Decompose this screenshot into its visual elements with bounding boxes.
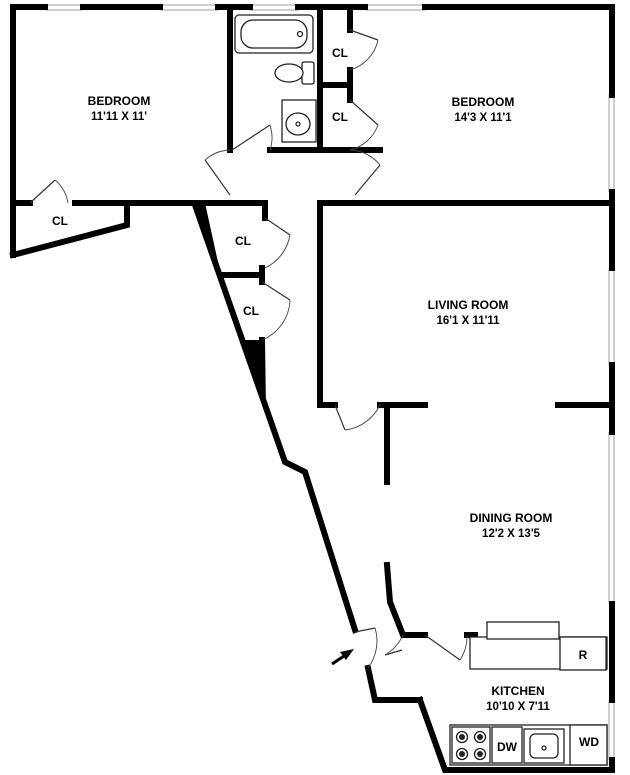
kitchen-name: KITCHEN [491,684,544,698]
bedroom-right-name: BEDROOM [452,95,515,109]
closet-label-hall-lower: CL [243,304,259,318]
dining-room-dims: 12'2 X 13'5 [482,528,541,540]
walls [9,4,615,773]
doors [29,29,468,669]
washer-dryer-label: WD [579,735,599,749]
wall-top-right [422,4,615,98]
stove [451,726,491,764]
door-bath-closet-lower-arc [349,124,379,151]
wall-dining-left [383,561,428,638]
range-hood [486,621,560,640]
door-living-room-arc [344,404,381,431]
window-bedroom-left-1 [44,4,84,11]
door-bedroom-right [354,164,381,196]
entry-arrow-icon [331,649,354,666]
window-kitchen [608,699,615,761]
sink [281,99,317,143]
door-bedroom-left-arc [204,149,231,161]
door-hall-closet-lower-arc [261,299,291,341]
room-labels: BEDROOM 11'11 X 11' BEDROOM 14'3 X 11'1 … [88,94,553,713]
door-bathroom-arc [269,124,273,151]
closet-label-bedroom-left: CL [52,214,68,228]
wall-hall-closet-upper [202,200,268,221]
living-room-name: LIVING ROOM [428,298,509,312]
closet-label-bath-lower: CL [332,110,348,124]
wall-living-left [317,200,338,408]
bedroom-left-name: BEDROOM [88,94,151,108]
door-entry-arc-2 [384,634,404,656]
door-bedroom-right-arc [349,149,381,166]
wall-top-left [10,4,48,258]
dishwasher-box [491,726,523,764]
closet-labels: CL CL CL CL CL [52,46,348,318]
door-entry-leaf-2 [384,649,403,656]
wall-corridor-diagonal [191,201,359,634]
window-bathroom [249,4,299,11]
door-hall-closet-upper-arc [264,234,291,269]
door-closet-left [29,179,56,204]
door-kitchen [424,634,461,661]
door-living-room [334,404,346,431]
bathroom-fixtures [234,14,317,143]
door-closet-left-arc [54,179,69,204]
refrigerator-label: R [579,648,588,662]
door-bath-closet-upper [349,29,379,41]
wall-kitchen-bottom-left [416,696,615,773]
kitchen-sink [523,728,565,764]
door-bath-closet-lower [349,99,379,126]
window-bedroom-left-2 [159,4,219,11]
wall-entry-left [364,664,423,703]
bedroom-right-dims: 14'3 X 11'1 [454,112,512,124]
window-living-room [608,267,615,366]
wall-closet-left [9,200,130,259]
bedroom-left-dims: 11'11 X 11' [91,111,147,123]
closet-label-hall-upper: CL [235,234,251,248]
refrigerator-box [559,636,607,671]
toilet [274,61,315,85]
bathtub [234,14,314,54]
door-hall-closet-lower [261,281,291,301]
door-entry [354,627,376,633]
dining-room-name: DINING ROOM [470,511,553,525]
appliance-labels: R DW WD [497,648,599,754]
door-bath-closet-upper-arc [349,39,379,71]
window-dining-room [608,431,615,605]
dishwasher-label: DW [497,740,518,754]
door-entry-arc [367,627,378,669]
door-kitchen-arc [459,634,468,661]
door-hall-closet-upper [264,217,291,236]
kitchen-fixtures [449,621,608,766]
living-room-dims: 16'1 X 11'11 [436,315,500,327]
washer-dryer-box [569,724,608,766]
kitchen-dims: 10'10 X 7'11 [486,701,550,713]
window-bedroom-right-side [608,94,615,193]
door-bedroom-left [204,159,231,196]
door-bathroom [231,124,271,151]
window-bedroom-right-top [364,4,426,11]
closet-label-bath-upper: CL [332,46,348,60]
